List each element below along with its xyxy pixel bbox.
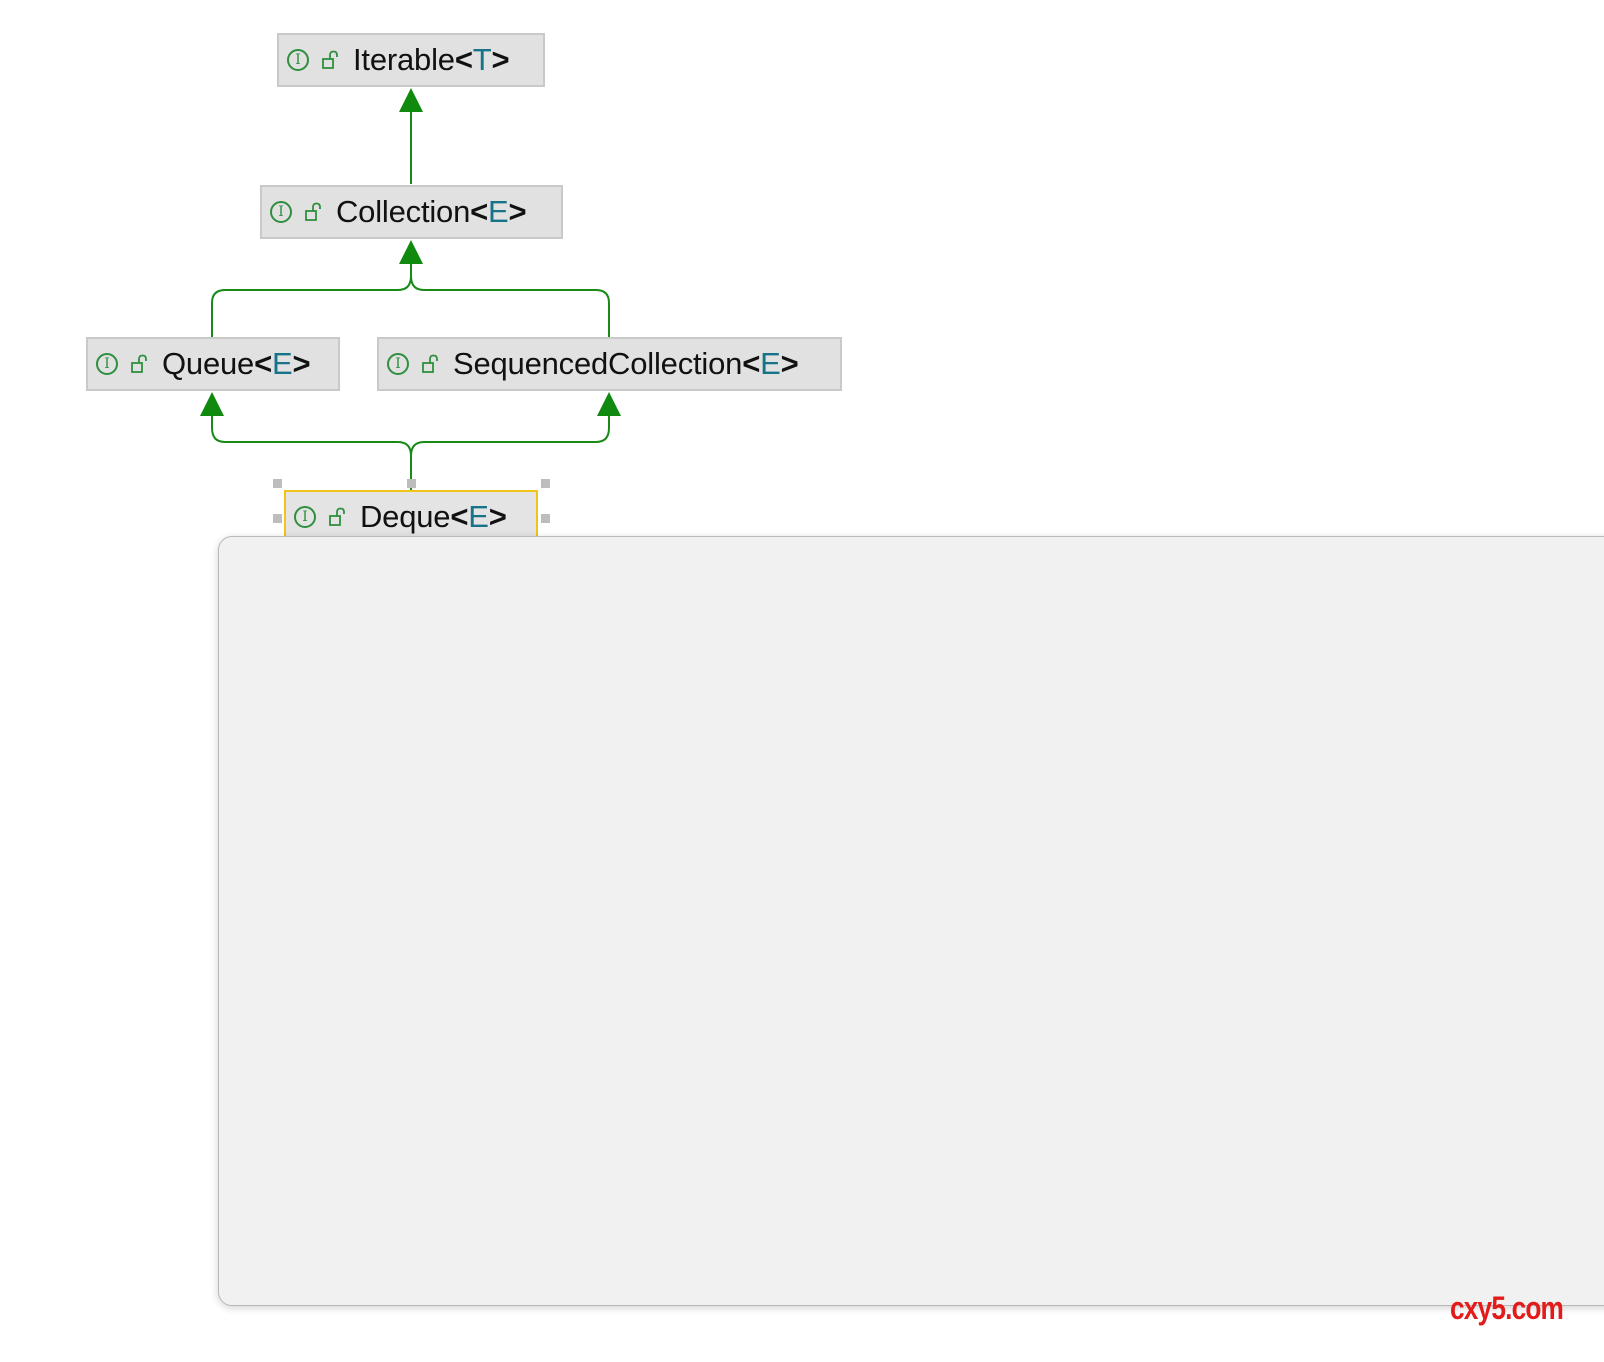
resize-handle-top-right[interactable] [541, 479, 550, 488]
public-lock-icon [322, 50, 338, 69]
arrowhead-queue [200, 392, 224, 416]
public-lock-icon [329, 507, 345, 526]
node-label: Queue<E> [162, 346, 311, 381]
node-queue[interactable]: I Queue<E> [86, 337, 340, 391]
resize-handle-top-left[interactable] [273, 479, 282, 488]
node-label: Deque<E> [360, 499, 507, 534]
interface-icon: I [270, 201, 292, 223]
public-lock-icon [422, 354, 438, 373]
watermark: cxy5.com [1450, 1290, 1564, 1326]
interface-icon: I [96, 353, 118, 375]
resize-handle-middle-right[interactable] [541, 514, 550, 523]
resize-handle-top-center[interactable] [407, 479, 416, 488]
node-sequenced-collection[interactable]: I SequencedCollection<E> [377, 337, 842, 391]
empty-popup-panel [218, 536, 1604, 1306]
node-collection[interactable]: I Collection<E> [260, 185, 563, 239]
node-deque[interactable]: I Deque<E> [284, 490, 538, 544]
public-lock-icon [305, 202, 321, 221]
arrowhead-collection [399, 240, 423, 264]
node-label: Iterable<T> [353, 42, 510, 77]
interface-icon: I [287, 49, 309, 71]
edge-deque-to-queue [211, 414, 412, 490]
arrowhead-iterable [399, 88, 423, 112]
public-lock-icon [131, 354, 147, 373]
edge-queue-to-collection [211, 262, 412, 337]
edge-sequenced-to-collection [410, 262, 610, 337]
node-label: Collection<E> [336, 194, 527, 229]
arrowhead-sequenced [597, 392, 621, 416]
node-iterable[interactable]: I Iterable<T> [277, 33, 545, 87]
resize-handle-middle-left[interactable] [273, 514, 282, 523]
interface-icon: I [387, 353, 409, 375]
interface-icon: I [294, 506, 316, 528]
node-label: SequencedCollection<E> [453, 346, 799, 381]
edge-deque-to-sequenced [410, 414, 610, 490]
